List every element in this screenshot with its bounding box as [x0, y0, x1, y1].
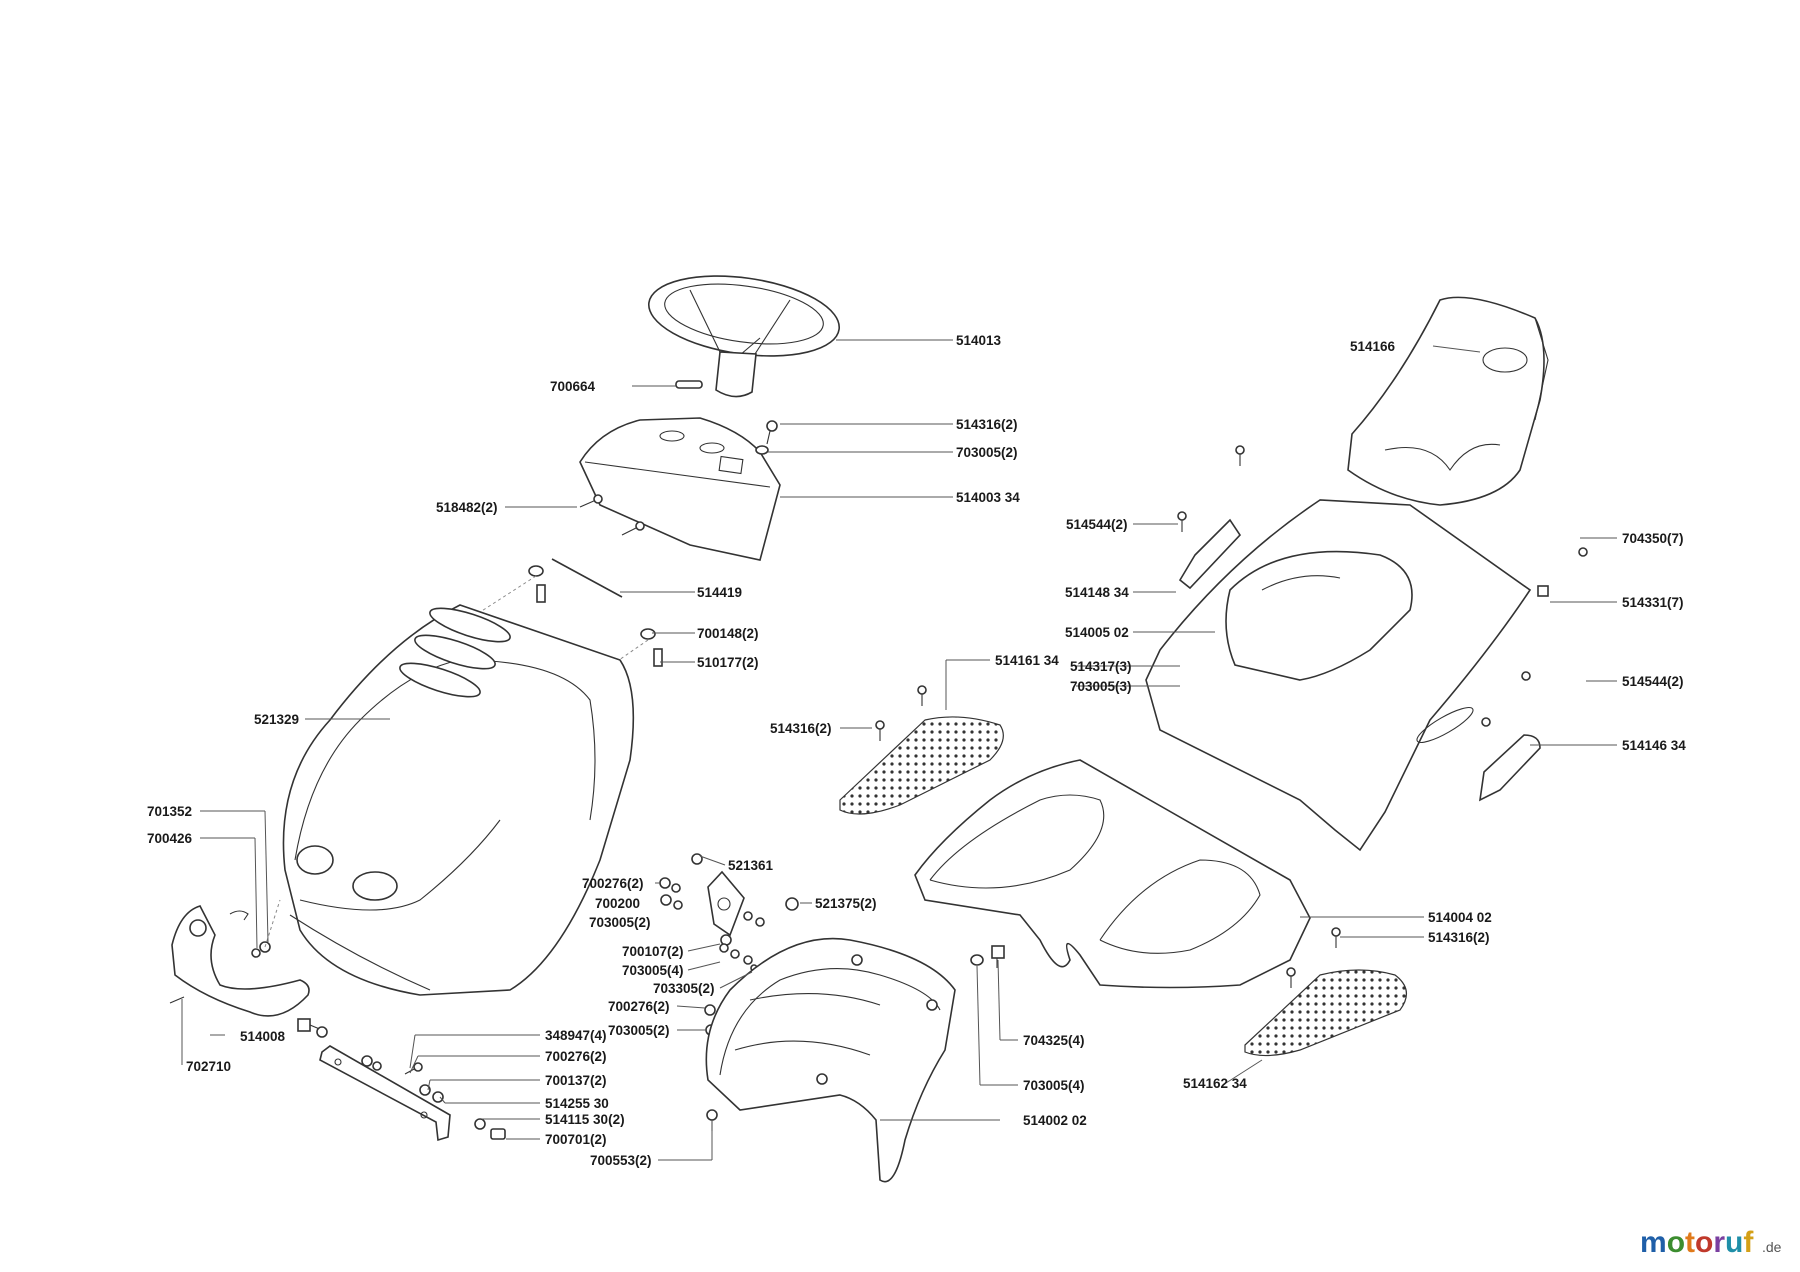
front-shroud-drawing: [705, 937, 956, 1183]
label-514162-34: 514162 34: [1183, 1076, 1247, 1091]
label-704325: 704325(4): [1023, 1033, 1085, 1048]
bracket-drawing: [319, 1045, 451, 1142]
foot-plate-right-drawing: [1244, 927, 1407, 1057]
grille-drawing: [171, 905, 310, 1017]
mount-plate-drawing: [691, 853, 799, 937]
label-514002-02: 514002 02: [1023, 1113, 1087, 1128]
label-700553: 700553(2): [590, 1153, 652, 1168]
label-518482: 518482(2): [436, 500, 498, 515]
watermark-letter: o: [1695, 1226, 1713, 1259]
screw-514316-top-drawing: [755, 420, 778, 455]
label-703005-2-a: 703005(2): [589, 915, 651, 930]
label-700276-b: 700276(2): [608, 999, 670, 1014]
label-514544-b: 514544(2): [1622, 674, 1684, 689]
label-703005-2-b: 703005(2): [608, 1023, 670, 1038]
small-hardware-right-drawing: [1177, 445, 1588, 727]
label-514255-30: 514255 30: [545, 1096, 609, 1111]
rod-514419-drawing: [551, 558, 623, 598]
label-700200: 700200: [595, 896, 640, 911]
label-514317: 514317(3): [1070, 659, 1132, 674]
dash-cover-drawing: [579, 417, 781, 561]
label-514316-mid: 514316(2): [770, 721, 832, 736]
leader-lines: [181, 339, 1617, 1161]
label-700107: 700107(2): [622, 944, 684, 959]
label-514008: 514008: [240, 1029, 286, 1044]
hardware-left-drawing: [297, 1018, 506, 1140]
watermark-tld: .de: [1762, 1239, 1782, 1255]
label-700148: 700148(2): [697, 626, 759, 641]
label-703005-3: 703005(3): [1070, 679, 1132, 694]
label-703005-4-b: 703005(4): [1023, 1078, 1085, 1093]
label-700276-c: 700276(2): [545, 1049, 607, 1064]
label-700137: 700137(2): [545, 1073, 607, 1088]
label-700276-a: 700276(2): [582, 876, 644, 891]
watermark-logo: motoruf .de: [1640, 1226, 1782, 1259]
label-521361: 521361: [728, 858, 774, 873]
floor-panel-drawing: [914, 759, 1311, 989]
watermark-letter: m: [1640, 1226, 1667, 1259]
label-514004-02: 514004 02: [1428, 910, 1492, 925]
watermark-letter: r: [1713, 1226, 1725, 1259]
rear-fender-drawing: [1145, 499, 1532, 852]
seat-drawing: [1347, 296, 1549, 506]
label-514115-30: 514115 30(2): [545, 1112, 625, 1127]
label-703305: 703305(2): [653, 981, 715, 996]
screw-704325-drawing: [970, 945, 1005, 968]
label-700701: 700701(2): [545, 1132, 607, 1147]
label-704350: 704350(7): [1622, 531, 1684, 546]
label-703005-top: 703005(2): [956, 445, 1018, 460]
label-514316-low: 514316(2): [1428, 930, 1490, 945]
watermark-letter: o: [1667, 1226, 1685, 1259]
strip-514148-drawing: [1178, 518, 1242, 590]
label-514316-top: 514316(2): [956, 417, 1018, 432]
label-514544-a: 514544(2): [1066, 517, 1128, 532]
label-510177: 510177(2): [697, 655, 759, 670]
label-514331: 514331(7): [1622, 595, 1684, 610]
label-701352: 701352: [147, 804, 192, 819]
label-514419: 514419: [697, 585, 742, 600]
pin-700664-drawing: [675, 380, 703, 389]
label-514003-34: 514003 34: [956, 490, 1020, 505]
washers-700148-drawing: [528, 565, 663, 667]
handle-514146-drawing: [1478, 734, 1541, 802]
label-702710: 702710: [186, 1059, 231, 1074]
label-514013: 514013: [956, 333, 1002, 348]
foot-plate-left-drawing: [839, 685, 1004, 815]
hood-drawing: [282, 604, 635, 996]
label-700664: 700664: [550, 379, 596, 394]
label-521329: 521329: [254, 712, 299, 727]
watermark-letter: t: [1685, 1226, 1695, 1259]
watermark-letter: u: [1725, 1226, 1743, 1259]
screw-518482-drawing: [579, 494, 645, 536]
label-514005-02: 514005 02: [1065, 625, 1129, 640]
label-514161-34: 514161 34: [995, 653, 1059, 668]
label-514146-34: 514146 34: [1622, 738, 1686, 753]
callout-labels: 514013 700664 514316(2) 703005(2) 518482…: [147, 333, 1686, 1168]
label-514148-34: 514148 34: [1065, 585, 1129, 600]
watermark-brand: motoruf: [1640, 1226, 1754, 1259]
label-514166: 514166: [1350, 339, 1396, 354]
steering-wheel-drawing: [647, 275, 841, 398]
watermark-letter: f: [1743, 1226, 1754, 1259]
label-700426: 700426: [147, 831, 193, 846]
label-703005-4-a: 703005(4): [622, 963, 684, 978]
label-348947: 348947(4): [545, 1028, 607, 1043]
label-521375: 521375(2): [815, 896, 877, 911]
